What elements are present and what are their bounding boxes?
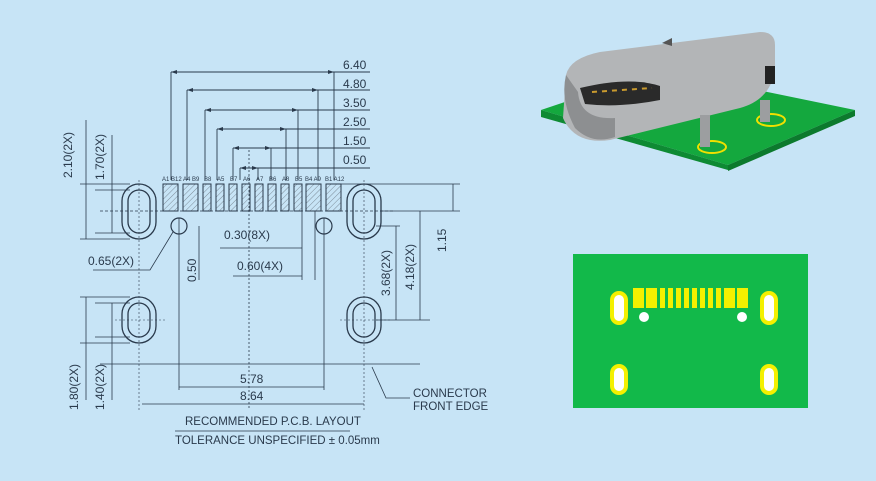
dim-1.70-2x: 1.70(2X) <box>93 134 107 180</box>
dim-1.50: 1.50 <box>343 134 367 148</box>
drawing-title: RECOMMENDED P.C.B. LAYOUT <box>185 416 361 428</box>
connector-3d-render <box>541 32 855 171</box>
tolerance-note: TOLERANCE UNSPECIFIED ± 0.05mm <box>175 435 380 447</box>
dim-1.15: 1.15 <box>435 228 449 252</box>
pin-labels: A1 B12 A4 B9 B8 A5 B7 A6 A7 B6 A8 B5 B4 … <box>162 177 345 183</box>
dim-1.80-2x: 1.80(2X) <box>67 364 81 410</box>
dim-5.78: 5.78 <box>240 372 264 386</box>
svg-text:A4 B9: A4 B9 <box>183 177 200 183</box>
svg-text:B5: B5 <box>295 177 303 183</box>
svg-text:B8: B8 <box>204 177 212 183</box>
dim-3.68-2x: 3.68(2X) <box>379 250 393 296</box>
svg-text:A7: A7 <box>256 177 264 183</box>
dim-3.50: 3.50 <box>343 96 367 110</box>
svg-text:A8: A8 <box>282 177 290 183</box>
svg-text:B7: B7 <box>230 177 238 183</box>
dim-1.40-2x: 1.40(2X) <box>93 364 107 410</box>
svg-text:B4 A9: B4 A9 <box>305 177 322 183</box>
svg-text:B6: B6 <box>269 177 277 183</box>
dim-0.50-hole: 0.50 <box>185 258 199 282</box>
dim-2.50: 2.50 <box>343 115 367 129</box>
pcb-footprint-render <box>573 254 808 408</box>
callout-connector: CONNECTOR <box>413 388 487 400</box>
dim-0.30-8x: 0.30(8X) <box>224 228 270 242</box>
dim-4.80: 4.80 <box>343 77 367 91</box>
svg-text:A5: A5 <box>217 177 225 183</box>
svg-text:A1 B12: A1 B12 <box>162 177 182 183</box>
dim-4.18-2x: 4.18(2X) <box>403 244 417 290</box>
dim-0.50: 0.50 <box>343 153 367 167</box>
dim-6.40: 6.40 <box>343 58 367 72</box>
callout-front-edge: FRONT EDGE <box>413 401 489 413</box>
dim-8.64: 8.64 <box>240 389 264 403</box>
svg-text:B1 A12: B1 A12 <box>325 177 345 183</box>
dim-0.65-2x: 0.65(2X) <box>88 254 134 268</box>
dim-0.60-4x: 0.60(4X) <box>237 259 283 273</box>
dim-2.10-2x: 2.10(2X) <box>61 132 75 178</box>
svg-text:A6: A6 <box>243 177 251 183</box>
signal-pads <box>162 183 342 212</box>
